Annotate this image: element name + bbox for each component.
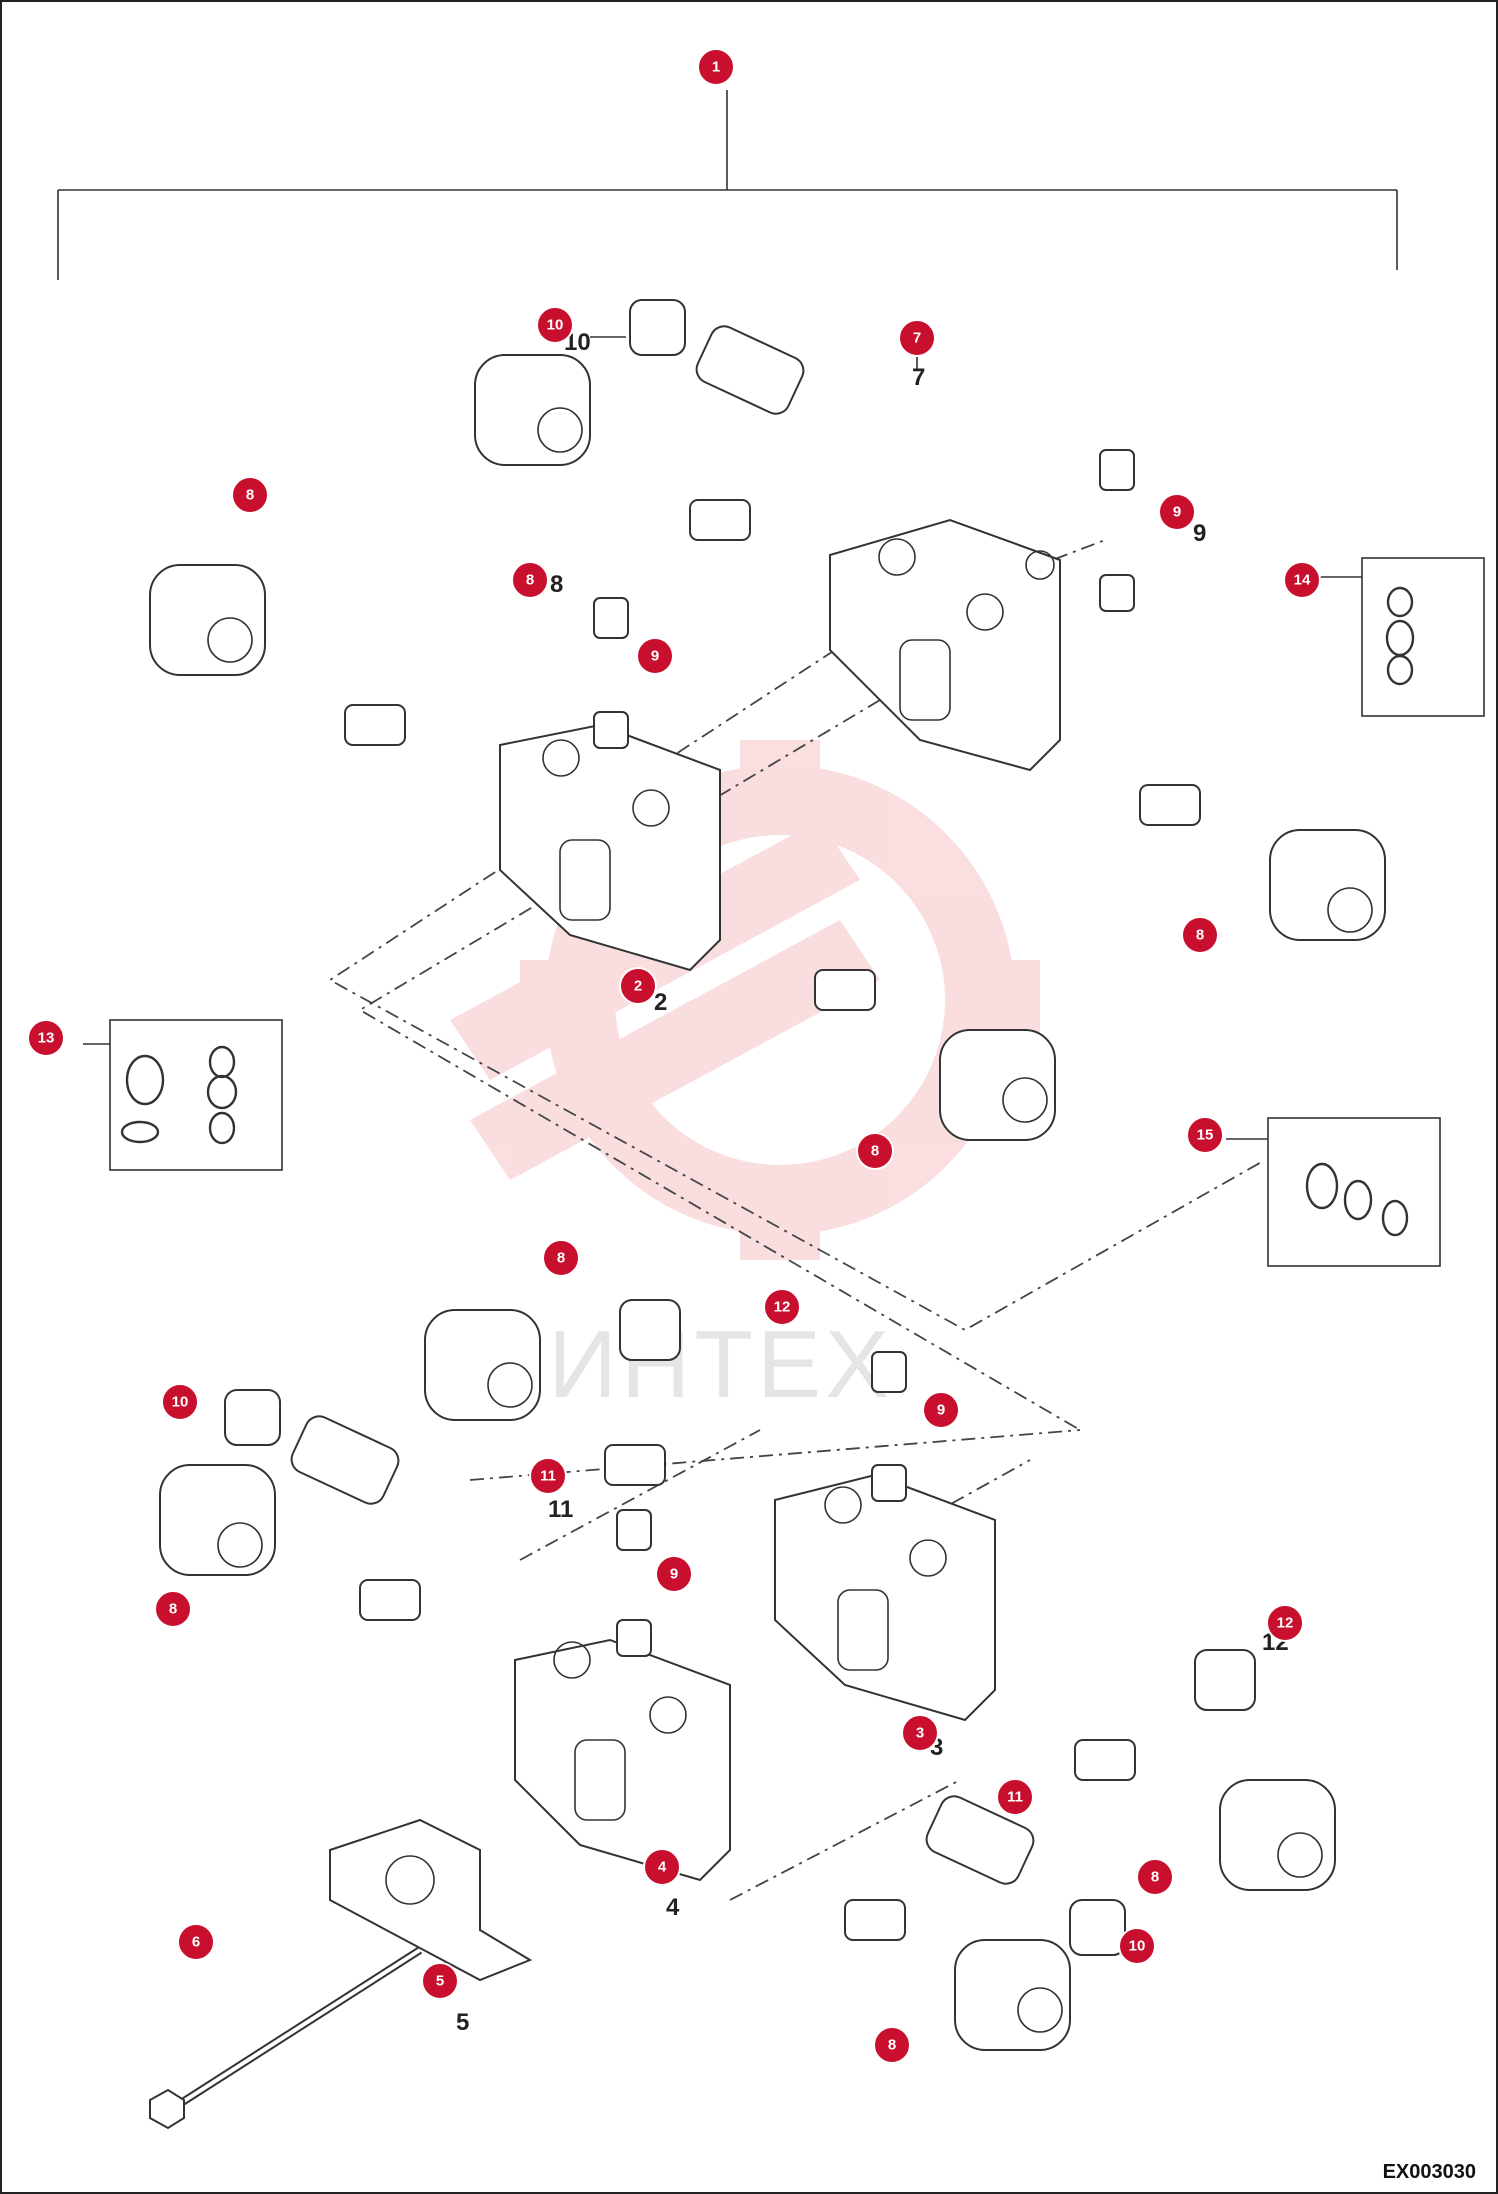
callout-badge: 12 bbox=[763, 1288, 801, 1326]
svg-text:10: 10 bbox=[1129, 1938, 1146, 1955]
callout-badge: 3 bbox=[901, 1714, 939, 1752]
callout-badge: 2 bbox=[619, 967, 657, 1005]
callout-badge: 5 bbox=[421, 1962, 459, 2000]
check-valve-plugs bbox=[593, 449, 1135, 1657]
svg-text:9: 9 bbox=[937, 1402, 945, 1419]
watermark-text: ИНТЕХ bbox=[548, 1311, 894, 1418]
callout-badge: 6 bbox=[177, 1923, 215, 1961]
callout-badge: 13 bbox=[27, 1019, 65, 1057]
part-label-9: 9 bbox=[1193, 520, 1206, 547]
part-label-8: 8 bbox=[550, 571, 563, 598]
part-label-11: 11 bbox=[548, 1496, 573, 1523]
seal-kit-14 bbox=[1361, 557, 1485, 717]
callout-badge: 9 bbox=[1158, 493, 1196, 531]
callout-badge: 4 bbox=[643, 1848, 681, 1886]
callout-badge: 14 bbox=[1283, 561, 1321, 599]
callout-badge: 1 bbox=[697, 48, 735, 86]
svg-text:9: 9 bbox=[670, 1566, 678, 1583]
relief-valves bbox=[224, 299, 1256, 1956]
callout-badge: 8 bbox=[542, 1239, 580, 1277]
svg-text:10: 10 bbox=[547, 317, 564, 334]
callouts: 1 10 7 8 8 9 14 9 8 13 2 8 15 8 12 10 9 … bbox=[27, 48, 1321, 2064]
valve-section-4 bbox=[514, 1638, 731, 1882]
callout-badge: 10 bbox=[161, 1383, 199, 1421]
svg-text:8: 8 bbox=[246, 487, 254, 504]
assembly-bracket bbox=[57, 90, 1398, 280]
callout-badge: 8 bbox=[1136, 1858, 1174, 1896]
callout-badge: 11 bbox=[996, 1778, 1034, 1816]
svg-text:4: 4 bbox=[658, 1859, 667, 1876]
svg-text:12: 12 bbox=[1277, 1615, 1294, 1632]
svg-text:15: 15 bbox=[1197, 1127, 1214, 1144]
part-label-5: 5 bbox=[456, 2009, 469, 2036]
svg-text:8: 8 bbox=[871, 1143, 879, 1160]
callout-badge: 12 bbox=[1266, 1604, 1304, 1642]
svg-text:13: 13 bbox=[38, 1030, 55, 1047]
svg-text:1: 1 bbox=[712, 59, 720, 76]
callout-badge: 9 bbox=[922, 1391, 960, 1429]
callout-badge: 8 bbox=[231, 476, 269, 514]
seal-kit-13 bbox=[109, 1019, 283, 1171]
svg-text:8: 8 bbox=[1196, 927, 1204, 944]
svg-text:8: 8 bbox=[169, 1601, 177, 1618]
seal-kit-15 bbox=[1267, 1117, 1441, 1267]
callout-badge: 7 bbox=[898, 319, 936, 357]
svg-text:8: 8 bbox=[1151, 1869, 1159, 1886]
callout-badge: 8 bbox=[873, 2026, 911, 2064]
callout-badge: 10 bbox=[1118, 1927, 1156, 1965]
svg-text:2: 2 bbox=[634, 978, 642, 995]
springs bbox=[344, 499, 1201, 1941]
svg-text:14: 14 bbox=[1294, 572, 1311, 589]
part-label-7: 7 bbox=[912, 364, 925, 391]
part-label-4: 4 bbox=[666, 1894, 680, 1921]
part-label-2: 2 bbox=[654, 989, 667, 1016]
svg-text:10: 10 bbox=[172, 1394, 189, 1411]
tie-bolt-6 bbox=[149, 1946, 423, 2130]
svg-text:8: 8 bbox=[526, 572, 534, 589]
svg-text:11: 11 bbox=[540, 1468, 556, 1485]
drawing-code: EX003030 bbox=[1382, 2161, 1476, 2183]
svg-text:6: 6 bbox=[192, 1934, 200, 1951]
valve-section-2 bbox=[499, 723, 721, 972]
svg-text:9: 9 bbox=[651, 648, 659, 665]
valve-section-upper-right bbox=[829, 518, 1061, 772]
callout-badge: 8 bbox=[856, 1132, 894, 1170]
callout-badge: 15 bbox=[1186, 1116, 1224, 1154]
callout-badge: 8 bbox=[154, 1590, 192, 1628]
svg-text:3: 3 bbox=[916, 1725, 924, 1742]
svg-text:11: 11 bbox=[1007, 1789, 1023, 1806]
callout-badge: 9 bbox=[636, 637, 674, 675]
end-plate-5 bbox=[329, 1818, 533, 1982]
svg-text:8: 8 bbox=[888, 2037, 896, 2054]
callout-badge: 10 bbox=[536, 306, 574, 344]
watermark-gear-logo bbox=[450, 740, 1040, 1260]
svg-text:8: 8 bbox=[557, 1250, 565, 1267]
callout-badge: 11 bbox=[529, 1457, 567, 1495]
callout-badge: 8 bbox=[511, 561, 549, 599]
callout-badge: 9 bbox=[655, 1555, 693, 1593]
svg-text:12: 12 bbox=[774, 1299, 791, 1316]
svg-text:5: 5 bbox=[436, 1973, 444, 1990]
spool-caps bbox=[149, 354, 1386, 2051]
svg-text:9: 9 bbox=[1173, 504, 1181, 521]
valve-section-3 bbox=[774, 1473, 996, 1722]
callout-badge: 8 bbox=[1181, 916, 1219, 954]
svg-text:7: 7 bbox=[913, 330, 921, 347]
